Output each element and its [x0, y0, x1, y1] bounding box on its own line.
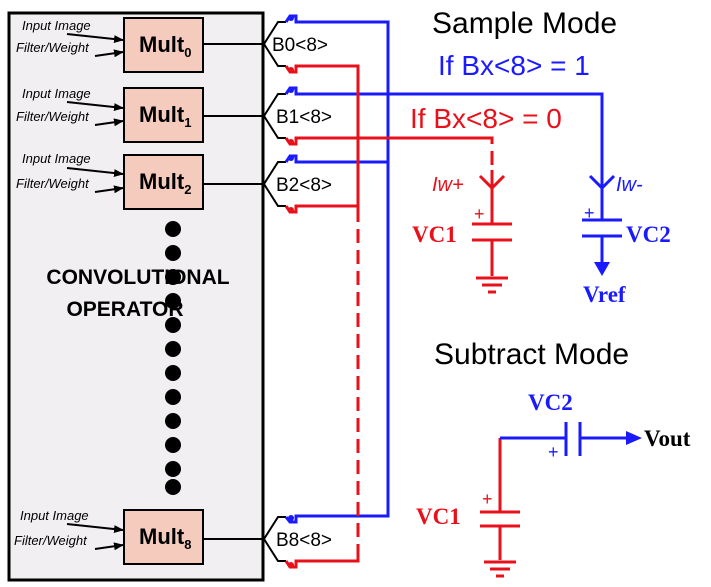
subtract-vc1-branch: [480, 438, 520, 578]
filter-weight-label: Filter/Weight: [16, 109, 90, 124]
switch-b0-label: B0<8>: [272, 35, 328, 56]
vc2-plus-sign: +: [584, 203, 595, 223]
multiplier-row-8: Input Image Filter/Weight Mult8 B8<8>: [14, 508, 332, 565]
iw-plus-label: Iw+: [432, 174, 464, 196]
operator-label-line1: CONVOLUTIONAL: [46, 266, 229, 289]
vref-label: Vref: [583, 282, 626, 307]
mult-1-label: Mult1: [139, 102, 191, 130]
red-switch-dots: [288, 67, 294, 568]
vout-label: Vout: [644, 426, 691, 451]
subtract-vc1-plus-sign: +: [482, 489, 493, 509]
multiplier-row-0: Input Image Filter/Weight Mult0 B0<8>: [16, 17, 328, 73]
sample-mode-title: Sample Mode: [432, 7, 617, 40]
filter-weight-label: Filter/Weight: [16, 176, 90, 191]
mult-2-label: Mult2: [139, 169, 191, 197]
input-image-label: Input Image: [20, 508, 89, 523]
vc1-subtract-label: VC1: [416, 504, 461, 529]
iw-plus-branch: [472, 170, 512, 276]
vc2-sample-label: VC2: [626, 222, 671, 247]
iw-minus-label: Iw-: [616, 174, 643, 196]
vref-arrow-icon: [594, 262, 610, 276]
condition-bx8-one: If Bx<8> = 1: [438, 50, 590, 81]
input-image-label: Input Image: [22, 18, 91, 33]
mult-8-box: [123, 509, 204, 565]
mult-8-label: Mult8: [139, 524, 191, 552]
condition-bx8-zero: If Bx<8> = 0: [410, 103, 562, 134]
input-image-label: Input Image: [22, 86, 91, 101]
iw-minus-branch: [582, 170, 622, 262]
subtract-mode-title: Subtract Mode: [434, 338, 629, 371]
vc2-subtract-label: VC2: [528, 390, 573, 415]
switch-b8-label: B8<8>: [276, 530, 332, 551]
filter-weight-label: Filter/Weight: [14, 533, 88, 548]
ellipsis-dots: [165, 221, 181, 495]
operator-label-line2: OPERATOR: [66, 298, 183, 321]
subtract-vc2-plus-sign: +: [548, 442, 559, 462]
ground-icon: [476, 276, 508, 294]
multiplier-row-1: Input Image Filter/Weight Mult1 B1<8>: [16, 86, 332, 143]
subtract-vc2-branch: [500, 422, 626, 456]
input-image-label: Input Image: [22, 151, 91, 166]
vc1-sample-label: VC1: [412, 222, 457, 247]
switch-b2-label: B2<8>: [276, 175, 332, 196]
red-dashed-bus: [356, 136, 494, 544]
mult-0-label: Mult0: [139, 32, 191, 60]
blue-switch-dots: [288, 15, 294, 521]
multiplier-row-2: Input Image Filter/Weight Mult2 B2<8>: [16, 151, 332, 210]
mult-1-box: [123, 87, 204, 143]
filter-weight-label: Filter/Weight: [16, 40, 90, 55]
mult-2-box: [123, 154, 204, 210]
vc1-plus-sign: +: [474, 204, 485, 224]
vout-arrow-icon: [626, 431, 642, 445]
switch-b1-label: B1<8>: [276, 107, 332, 128]
